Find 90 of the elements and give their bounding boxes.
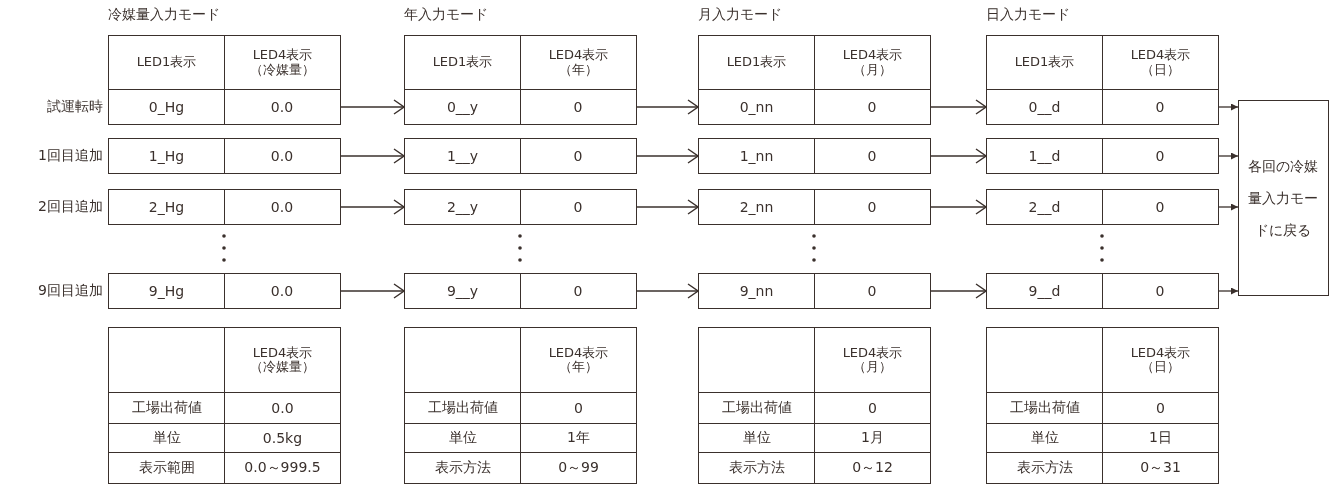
display-value: 0 [572, 282, 584, 301]
table-cell: 表示範囲 [108, 452, 225, 484]
arrow [636, 283, 699, 299]
mode-title: 年入力モード [404, 6, 488, 24]
column-header: LED1表示 [108, 35, 225, 90]
table-cell: 表示方法 [986, 452, 1103, 484]
table-cell: 0～12 [814, 452, 931, 484]
arrow [930, 99, 987, 115]
display-value: 1__y [405, 139, 521, 173]
row-label: 試運転時 [46, 97, 103, 116]
table-row [404, 138, 637, 174]
column-header: LED1表示 [986, 35, 1103, 90]
arrow [1218, 287, 1239, 295]
column-header: LED4表示（年） [520, 327, 637, 393]
table-row [404, 189, 637, 225]
display-value: 0 [866, 98, 878, 117]
arrow [1218, 103, 1239, 111]
display-value: 0.0 [269, 98, 295, 117]
display-value: 0 [572, 198, 584, 217]
table-row [986, 273, 1219, 309]
display-value: 0 [572, 147, 584, 166]
column-header: LED4表示（年） [520, 35, 637, 90]
table-row [698, 189, 931, 225]
column-header: LED1表示 [698, 35, 815, 90]
arrow [1218, 152, 1239, 160]
display-value: 0 [866, 282, 878, 301]
table-row [108, 273, 341, 309]
display-value: 2__d [987, 190, 1103, 224]
arrow [340, 99, 405, 115]
arrow [340, 199, 405, 215]
display-value: 2__y [405, 190, 521, 224]
display-value: 0 [1154, 147, 1166, 166]
display-value: 2_nn [699, 190, 815, 224]
display-value: 1__d [987, 139, 1103, 173]
arrow [930, 148, 987, 164]
display-value: 1_Hg [109, 139, 225, 173]
mode-title: 冷媒量入力モード [108, 6, 220, 24]
column-header: LED4表示（冷媒量） [224, 327, 341, 393]
display-value: 0 [866, 198, 878, 217]
table-cell: 表示方法 [698, 452, 815, 484]
column-header: LED4表示（月） [814, 35, 931, 90]
arrow [340, 148, 405, 164]
column-header: LED4表示（日） [1102, 327, 1219, 393]
table-row [986, 89, 1219, 125]
table-cell: 0～99 [520, 452, 637, 484]
display-value: 0 [1154, 98, 1166, 117]
row-label: 2回目追加 [37, 197, 103, 216]
display-value: 0.0 [269, 282, 295, 301]
row-label: 1回目追加 [37, 146, 103, 165]
display-value: 0.0 [269, 198, 295, 217]
table-row [108, 138, 341, 174]
arrow [636, 99, 699, 115]
table-row [698, 138, 931, 174]
mode-title: 月入力モード [698, 6, 782, 24]
column-header: LED4表示（月） [814, 327, 931, 393]
display-value: 9_Hg [109, 274, 225, 308]
display-value: 0.0 [269, 147, 295, 166]
arrow [930, 199, 987, 215]
column-header: LED4表示（冷媒量） [224, 35, 341, 90]
table-row [404, 89, 637, 125]
table-cell: 0～31 [1102, 452, 1219, 484]
table-row [698, 89, 931, 125]
display-value: 1_nn [699, 139, 815, 173]
column-header: LED1表示 [404, 35, 521, 90]
table-row [108, 89, 341, 125]
display-value: 9_nn [699, 274, 815, 308]
return-box [1238, 100, 1329, 296]
display-value: 0 [866, 147, 878, 166]
arrow [636, 148, 699, 164]
arrow [636, 199, 699, 215]
display-value: 0 [1154, 198, 1166, 217]
table-row [404, 273, 637, 309]
row-label: 9回目追加 [37, 281, 103, 300]
display-value: 0 [1154, 282, 1166, 301]
table-row [986, 189, 1219, 225]
table-row [986, 138, 1219, 174]
table-row [108, 189, 341, 225]
table-cell: 表示方法 [404, 452, 521, 484]
arrow [1218, 203, 1239, 211]
display-value: 9__y [405, 274, 521, 308]
box-text: 各回の冷媒量入力モードに戻る [1247, 156, 1320, 241]
mode-title: 日入力モード [986, 6, 1070, 24]
table-cell: 0.0～999.5 [224, 452, 341, 484]
display-value: 0 [572, 98, 584, 117]
display-value: 2_Hg [109, 190, 225, 224]
arrow [340, 283, 405, 299]
table-row [698, 273, 931, 309]
display-value: 9__d [987, 274, 1103, 308]
column-header: LED4表示（日） [1102, 35, 1219, 90]
arrow [930, 283, 987, 299]
